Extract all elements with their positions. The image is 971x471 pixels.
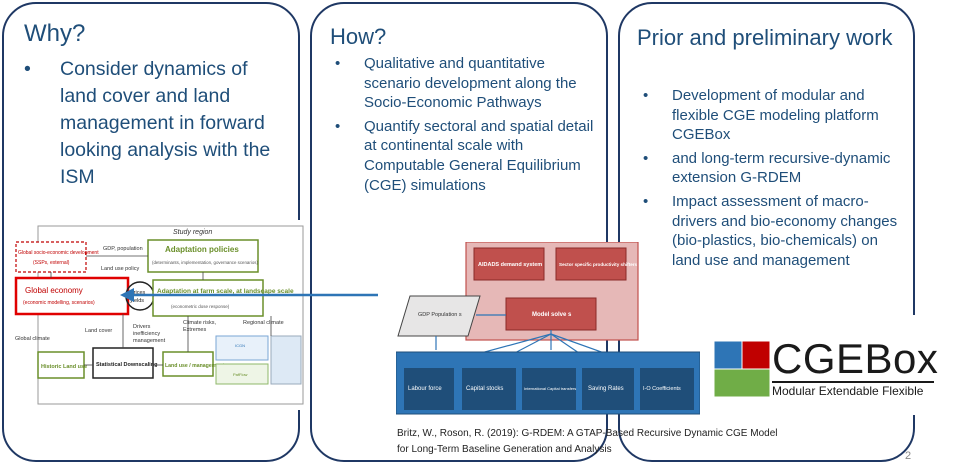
io-coefficients-box xyxy=(640,368,694,410)
icgn-thumbnail xyxy=(215,335,269,361)
adaptation-policies-sub: (determinants, implementation, governanc… xyxy=(152,260,258,265)
land-cover-label: Land cover xyxy=(85,328,112,334)
cge-diagram: AIDADS demand system Sector specific pro… xyxy=(396,242,700,415)
page-number: 2 xyxy=(905,450,912,462)
global-economy-box xyxy=(14,276,130,316)
intl-capital-transfers-box xyxy=(522,368,576,410)
statistical-downscaling-box xyxy=(92,347,154,379)
connector-arrow xyxy=(120,288,378,302)
climate-risks-label: Climate risks, xyxy=(183,320,216,326)
sector-shifters-label: Sector specific productivity shifters xyxy=(559,262,638,267)
sector-shifters-box xyxy=(555,247,627,281)
saving-rates-label: Saving Rates xyxy=(588,386,624,392)
inefficiency-label: inefficiency xyxy=(133,331,160,337)
drivers-label: Drivers xyxy=(133,324,151,330)
adaptation-policies-label: Adaptation policies xyxy=(165,245,239,254)
logo-square-blue xyxy=(714,341,743,370)
management-label: management xyxy=(133,338,166,344)
historic-land-use-label: Historic Land use xyxy=(41,364,87,370)
adaptation-policies-box xyxy=(147,239,259,273)
io-coefficients-label: I-O Coefficients xyxy=(643,386,681,392)
citation-line-2: for Long-Term Baseline Generation and An… xyxy=(397,444,612,455)
aidads-box xyxy=(473,247,545,281)
study-region-label: Study region xyxy=(173,229,212,236)
why-bullet-list: Consider dynamics of land cover and land… xyxy=(20,56,288,191)
why-bullet: Consider dynamics of land cover and land… xyxy=(20,56,288,191)
labour-force-label: Labour force xyxy=(408,386,442,392)
cgebox-logo-text: CGEBox xyxy=(772,335,939,382)
capital-stocks-label: Capital stocks xyxy=(466,386,503,392)
model-solve-box xyxy=(505,297,597,331)
prior-bullet-list: Development of modular and flexible CGE … xyxy=(643,86,898,274)
land-use-management-label: Land use / management xyxy=(165,363,224,369)
adaptation-farm-sub: (econometric dose response) xyxy=(171,304,230,309)
citation-line-1: Britz, W., Roson, R. (2019): G-RDEM: A G… xyxy=(397,428,778,439)
saving-rates-box xyxy=(582,368,634,410)
prior-title: Prior and preliminary work xyxy=(637,25,893,50)
prior-panel xyxy=(618,2,915,462)
adaptation-farm-label: Adaptation at farm scale, at landscape s… xyxy=(157,288,294,295)
citation: Britz, W., Roson, R. (2019): G-RDEM: A G… xyxy=(397,426,867,458)
how-title: How? xyxy=(330,24,387,49)
global-socio-sub: (SSPs, external) xyxy=(33,260,70,266)
global-climate-label: Global climate xyxy=(15,336,50,342)
regional-climate-label: Regional climate xyxy=(243,320,284,326)
prior-bullet: and long-term recursive-dynamic extensio… xyxy=(643,149,898,188)
adaptation-farm-box xyxy=(152,279,264,317)
pafflow-thumbnail xyxy=(215,363,269,385)
how-bullet: Quantify sectoral and spatial detail at … xyxy=(335,117,597,195)
how-panel xyxy=(310,2,608,462)
extremes-label: Extremes xyxy=(183,327,206,333)
model-solve-label: Model solve s xyxy=(532,312,572,318)
intl-capital-transfers-label: International Capital transfers xyxy=(524,386,576,391)
aidads-label: AIDADS demand system xyxy=(478,262,542,268)
study-region-diagram: Study region Global socio-economic devel… xyxy=(13,220,310,410)
region-map-thumbnail xyxy=(270,335,302,385)
gdp-population-label: GDP Population s xyxy=(418,312,462,318)
gdp-population-shape xyxy=(397,295,481,337)
cgebox-tagline: Modular Extendable Flexible xyxy=(772,381,934,398)
icgn-label: ICGN xyxy=(235,343,245,348)
land-use-management-box xyxy=(162,351,214,377)
global-economy-label: Global economy xyxy=(25,286,83,295)
capital-stocks-box xyxy=(462,368,516,410)
prior-bullet: Development of modular and flexible CGE … xyxy=(643,86,898,145)
how-bullet: Qualitative and quantitative scenario de… xyxy=(335,54,597,113)
why-title: Why? xyxy=(24,20,86,47)
yields-label: yields xyxy=(130,298,144,304)
global-socio-box xyxy=(15,241,87,273)
how-bullet-list: Qualitative and quantitative scenario de… xyxy=(335,54,597,199)
global-economy-sub: (economic modelling, scenarios) xyxy=(23,300,95,306)
logo-square-green xyxy=(714,368,770,397)
logo-square-red xyxy=(741,341,770,370)
cgebox-logo-mark xyxy=(714,341,770,397)
historic-land-use-box xyxy=(37,351,85,379)
global-socio-label: Global socio-economic development xyxy=(18,250,99,256)
prior-bullet: Impact assessment of macro-drivers and b… xyxy=(643,192,898,270)
statistical-downscaling-label: Statistical Downscaling xyxy=(96,362,157,368)
prices-label: Prices xyxy=(130,290,146,296)
cgebox-logo: CGEBox Modular Extendable Flexible xyxy=(712,315,940,415)
gdp-population-label: GDP, population xyxy=(103,246,143,252)
land-use-policy-label: Land use policy xyxy=(101,266,139,272)
labour-force-box xyxy=(404,368,454,410)
pafflow-label: PafFlow xyxy=(233,372,248,377)
